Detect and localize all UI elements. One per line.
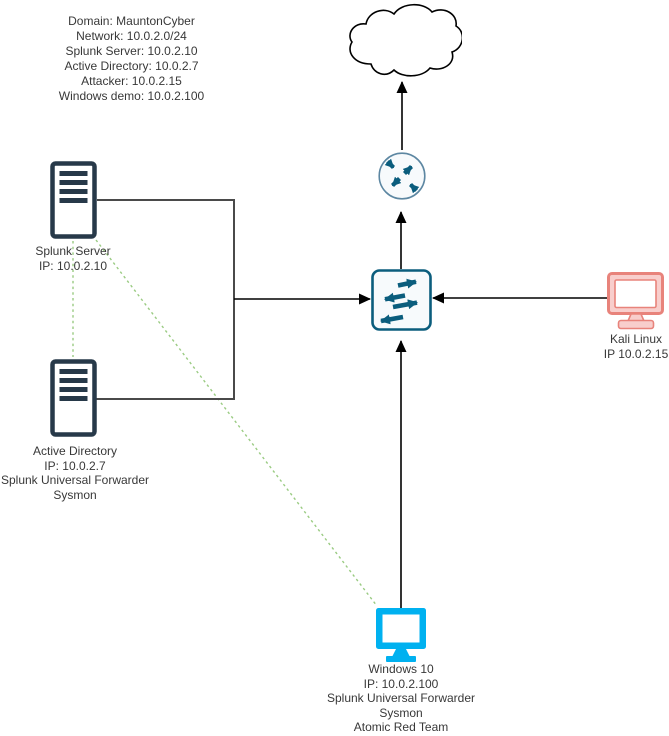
- label-line: Kali Linux: [609, 332, 663, 346]
- windows10-label: Windows 10 IP: 10.0.2.100 Splunk Univers…: [311, 662, 491, 735]
- info-line: Splunk Server: 10.0.2.10: [65, 44, 198, 58]
- info-line: Active Directory: 10.0.2.7: [64, 59, 199, 73]
- label-line: Sysmon: [53, 487, 97, 502]
- kali-monitor-icon: [607, 272, 664, 330]
- label-line: IP: 10.0.2.10: [38, 258, 108, 273]
- splunk-server-icon: [50, 161, 97, 239]
- server-bus-link: [95, 199, 235, 400]
- label-line: IP: 10.0.2.7: [44, 458, 106, 473]
- server-slots: [59, 369, 88, 401]
- splunk-server-label: Splunk Server IP: 10.0.2.10: [0, 244, 153, 273]
- cloud-icon: [349, 3, 462, 77]
- label-line: Sysmon: [379, 705, 423, 720]
- switch-arrows: [380, 278, 418, 325]
- router-arrows: [384, 158, 420, 194]
- label-line: Splunk Universal Forwarder: [0, 473, 150, 487]
- active-directory-server-icon: [50, 359, 97, 437]
- label-line: IP 10.0.2.15: [603, 346, 669, 361]
- info-panel: Domain: MauntonCyber Network: 10.0.2.0/2…: [40, 14, 223, 104]
- router-icon: [378, 152, 426, 200]
- info-line: Domain: MauntonCyber: [68, 14, 195, 28]
- switch-icon: [371, 269, 432, 331]
- active-directory-label: Active Directory IP: 10.0.2.7 Splunk Uni…: [0, 444, 160, 502]
- info-line: Attacker: 10.0.2.15: [81, 74, 182, 88]
- info-line: Windows demo: 10.0.2.100: [58, 89, 205, 103]
- label-line: Splunk Universal Forwarder: [326, 691, 476, 705]
- server-slots: [59, 171, 88, 203]
- label-line: IP: 10.0.2.100: [363, 676, 439, 691]
- label-line: Active Directory: [32, 444, 118, 458]
- label-line: Windows 10: [368, 662, 434, 676]
- label-line: Splunk Server: [35, 244, 111, 258]
- info-line: Network: 10.0.2.0/24: [76, 29, 187, 43]
- splunk-windows-dashed-link: [95, 239, 378, 607]
- label-line: Atomic Red Team: [353, 720, 449, 734]
- kali-linux-label: Kali Linux IP 10.0.2.15: [566, 332, 669, 361]
- windows-monitor-icon: [376, 608, 426, 662]
